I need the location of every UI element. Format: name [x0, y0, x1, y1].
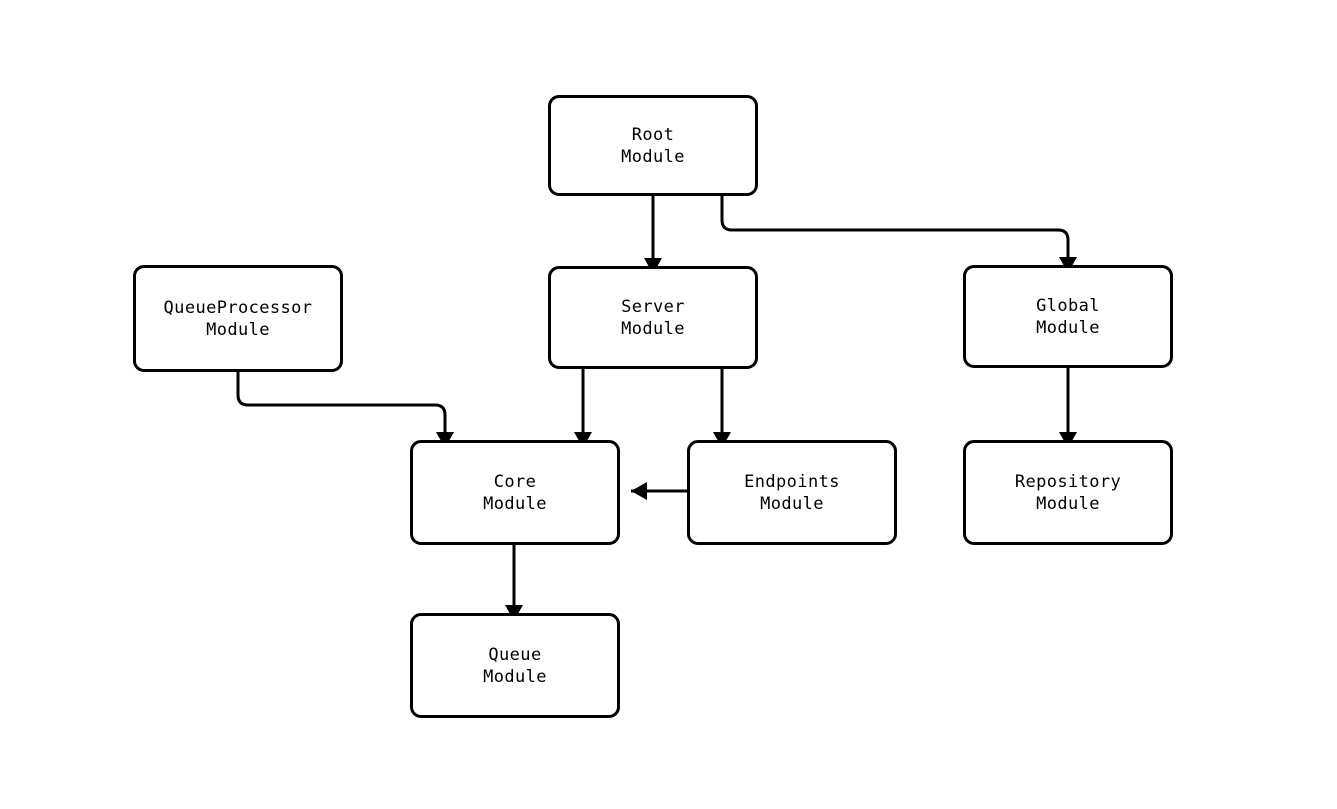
node-label-line1: Root	[631, 124, 675, 145]
node-label-line2: Module	[1036, 317, 1100, 338]
node-server-module[interactable]: Server Module	[548, 266, 758, 369]
node-label-line2: Module	[621, 146, 685, 167]
node-label-line1: Endpoints	[744, 471, 840, 492]
node-repository-module[interactable]: Repository Module	[963, 440, 1173, 545]
node-global-module[interactable]: Global Module	[963, 265, 1173, 368]
node-label-line2: Module	[483, 493, 547, 514]
node-label-line2: Module	[1036, 493, 1100, 514]
node-label-line2: Module	[621, 318, 685, 339]
node-core-module[interactable]: Core Module	[410, 440, 620, 545]
node-label-line1: Queue	[488, 644, 542, 665]
node-label-line1: Server	[621, 296, 685, 317]
node-label-line2: Module	[760, 493, 824, 514]
edge-root-to-global	[720, 196, 1070, 257]
node-label-line1: Repository	[1014, 471, 1122, 492]
node-label-line2: Module	[483, 666, 547, 687]
node-queue-module[interactable]: Queue Module	[410, 613, 620, 718]
node-queueprocessor-module[interactable]: QueueProcessor Module	[133, 265, 343, 372]
arrowhead-endpoints-to-core	[631, 482, 647, 500]
node-label-line2: Module	[206, 319, 270, 340]
node-root-module[interactable]: Root Module	[548, 95, 758, 196]
node-endpoints-module[interactable]: Endpoints Module	[687, 440, 897, 545]
edge-queueprocessor-to-core	[236, 372, 447, 432]
node-label-line1: Global	[1036, 295, 1100, 316]
node-label-line1: Core	[493, 471, 537, 492]
node-label-line1: QueueProcessor	[163, 297, 313, 318]
